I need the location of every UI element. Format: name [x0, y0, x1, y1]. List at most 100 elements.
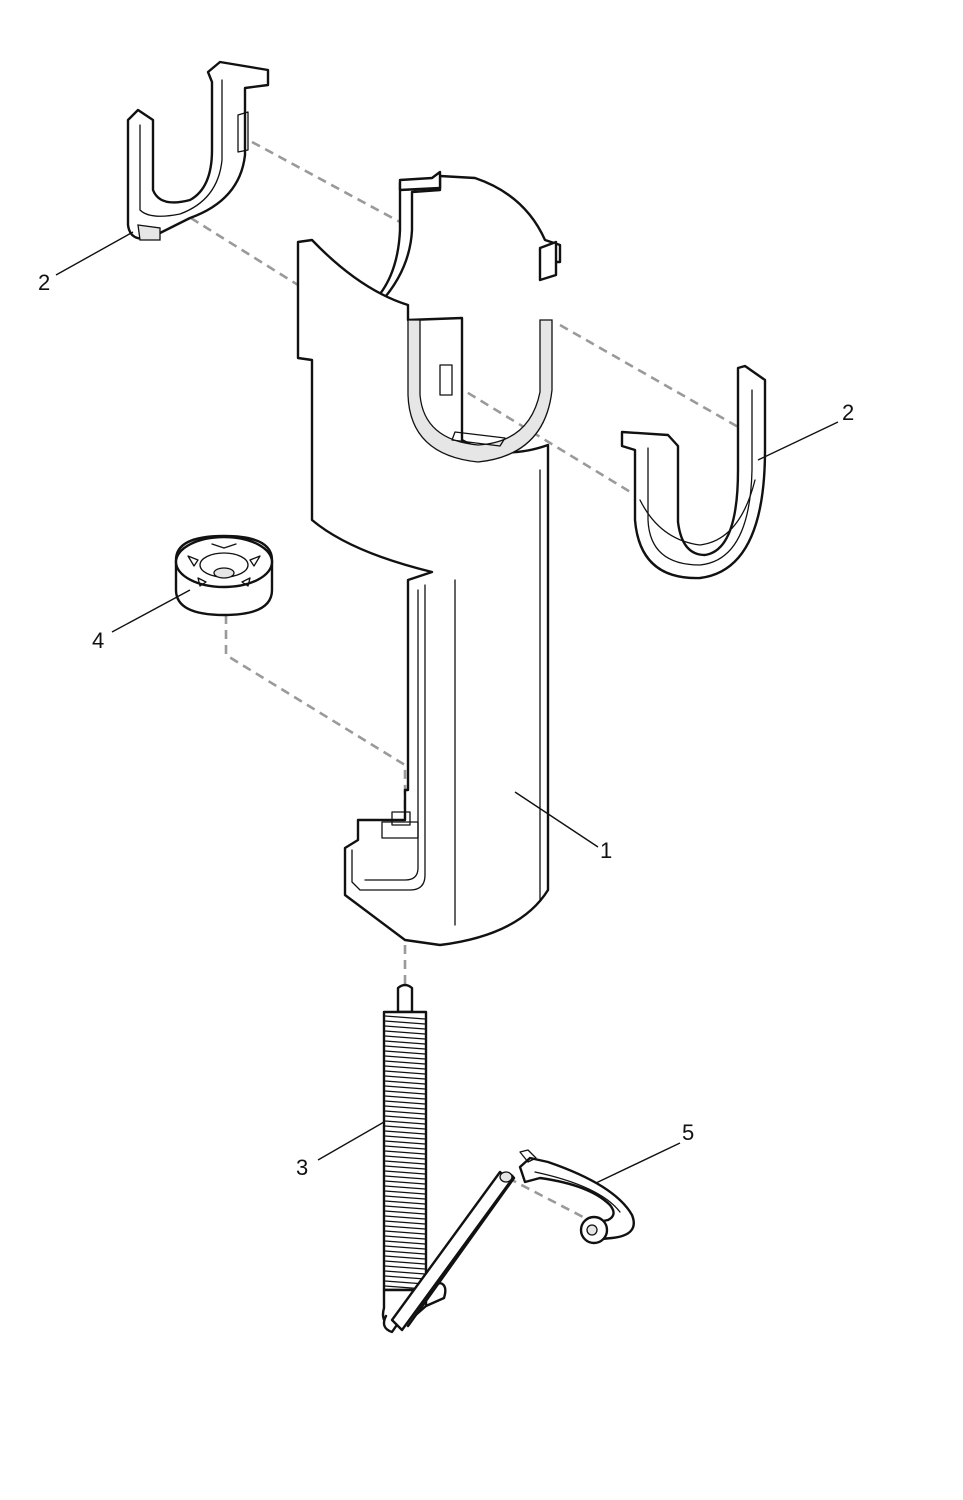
rod-thread-line — [384, 1095, 426, 1100]
callout-leader-clip-right — [757, 421, 839, 461]
rod-thread-line — [384, 1255, 426, 1260]
washer-center-hole — [213, 567, 235, 579]
washer-top-face — [174, 535, 274, 589]
rod-thread-lines — [384, 1015, 426, 1290]
rod-thread-line — [384, 1260, 426, 1265]
rod-thread-line — [384, 1225, 426, 1230]
washer-notch-bottom — [197, 577, 251, 587]
callout-washer: 4 — [92, 628, 104, 653]
rod-thread-line — [384, 1015, 426, 1020]
housing-recess-slot-horizontal — [451, 431, 506, 447]
rod-thread-line — [384, 1240, 426, 1245]
rod-thread-line — [384, 1070, 426, 1075]
rod-thread-line — [384, 1075, 426, 1080]
clip-right: 2 — [620, 364, 854, 580]
rod-thread-line — [384, 1275, 426, 1280]
rod-thread-line — [384, 1165, 426, 1170]
rod-thread-line — [384, 1080, 426, 1085]
callout-rod: 3 — [296, 1155, 308, 1180]
rod-thread-line — [384, 1110, 426, 1115]
rod-thread-line — [384, 1065, 426, 1070]
washer-notch-left — [187, 555, 199, 567]
rod-thread-line — [384, 1220, 426, 1225]
rod-thread-line — [384, 1130, 426, 1135]
callout-leader-housing — [514, 791, 599, 848]
housing-back-wall — [373, 174, 562, 305]
rod-thread-line — [384, 1235, 426, 1240]
rod-thread-line — [384, 1125, 426, 1130]
washer-notch-top — [211, 543, 237, 549]
rod-thread-line — [384, 1150, 426, 1155]
clip-left-notch — [237, 111, 249, 153]
rod-thread-line — [384, 1250, 426, 1255]
clip-left: 2 — [38, 60, 270, 295]
retaining-clip-eyelet-hole — [586, 1224, 598, 1236]
rod-thread-line — [384, 1190, 426, 1195]
callout-leader-clip-left — [55, 231, 134, 276]
housing-side-tab — [538, 240, 558, 282]
housing-slot-tab — [391, 811, 411, 826]
rod-thread-line — [384, 1170, 426, 1175]
callout-leader-rod — [317, 1121, 385, 1161]
rod-thread-line — [384, 1175, 426, 1180]
rod-thread-line — [384, 1025, 426, 1030]
rod-thread-line — [384, 1115, 426, 1120]
rod-thread-line — [384, 1135, 426, 1140]
callout-clip-left: 2 — [38, 270, 50, 295]
rod-thread-line — [384, 1120, 426, 1125]
callout-leader-retaining-clip — [595, 1142, 681, 1184]
rod-thread-line — [384, 1045, 426, 1050]
clip-right-bend-line — [639, 479, 756, 546]
retaining-clip: 5 — [518, 1120, 694, 1245]
rod-thread-line — [384, 1085, 426, 1090]
rod-thread-line — [384, 1245, 426, 1250]
rod-thread-line — [384, 1215, 426, 1220]
callout-retaining-clip: 5 — [682, 1120, 694, 1145]
rod-thread-line — [384, 1100, 426, 1105]
rod-thread-line — [384, 1055, 426, 1060]
housing-recess-slot-vertical — [439, 364, 453, 396]
rod-thread-line — [384, 1205, 426, 1210]
clip-left-foot — [137, 224, 161, 241]
rod-thread-line — [384, 1040, 426, 1045]
rod-thread-line — [384, 1230, 426, 1235]
washer-notch-right — [249, 555, 261, 567]
retaining-clip-band — [518, 1156, 635, 1242]
rod-thread-line — [384, 1265, 426, 1270]
rod-thread-line — [384, 1140, 426, 1145]
guide-line-left-clip-lower — [177, 208, 299, 287]
clip-left-inner-edge — [139, 79, 223, 217]
rod-handle-bar — [390, 1170, 512, 1332]
housing-top-tab — [398, 170, 442, 192]
guide-line-left-clip-upper — [251, 140, 401, 224]
rod-thread-line — [384, 1035, 426, 1040]
rod-thread-line — [384, 1060, 426, 1065]
callout-leader-washer — [111, 589, 191, 633]
clip-right-outline — [620, 364, 767, 580]
rod-thread-line — [384, 1020, 426, 1025]
threaded-rod: 3 — [296, 983, 516, 1334]
guide-line-washer — [224, 615, 407, 840]
rod-thread-line — [384, 1155, 426, 1160]
callout-housing: 1 — [600, 838, 612, 863]
washer: 4 — [92, 534, 274, 653]
rod-handle-end — [499, 1171, 513, 1183]
rod-thread-line — [384, 1090, 426, 1095]
callout-clip-right: 2 — [842, 400, 854, 425]
housing-body — [296, 238, 550, 947]
retaining-clip-inner-edge — [534, 1171, 621, 1213]
rod-thread-line — [384, 1180, 426, 1185]
guide-line-right-clip-upper — [559, 323, 741, 430]
guide-line-right-clip-lower — [454, 383, 633, 495]
rod-thread-line — [384, 1160, 426, 1165]
rod-tip — [396, 983, 414, 1014]
housing-slot-inner — [364, 589, 419, 881]
clip-left-outline — [126, 60, 270, 240]
rod-thread-line — [384, 1105, 426, 1110]
rod-thread-line — [384, 1050, 426, 1055]
rod-thread-line — [384, 1145, 426, 1150]
housing-slot-edge — [351, 584, 426, 891]
rod-thread-line — [384, 1200, 426, 1205]
housing-front-recess — [407, 319, 553, 463]
